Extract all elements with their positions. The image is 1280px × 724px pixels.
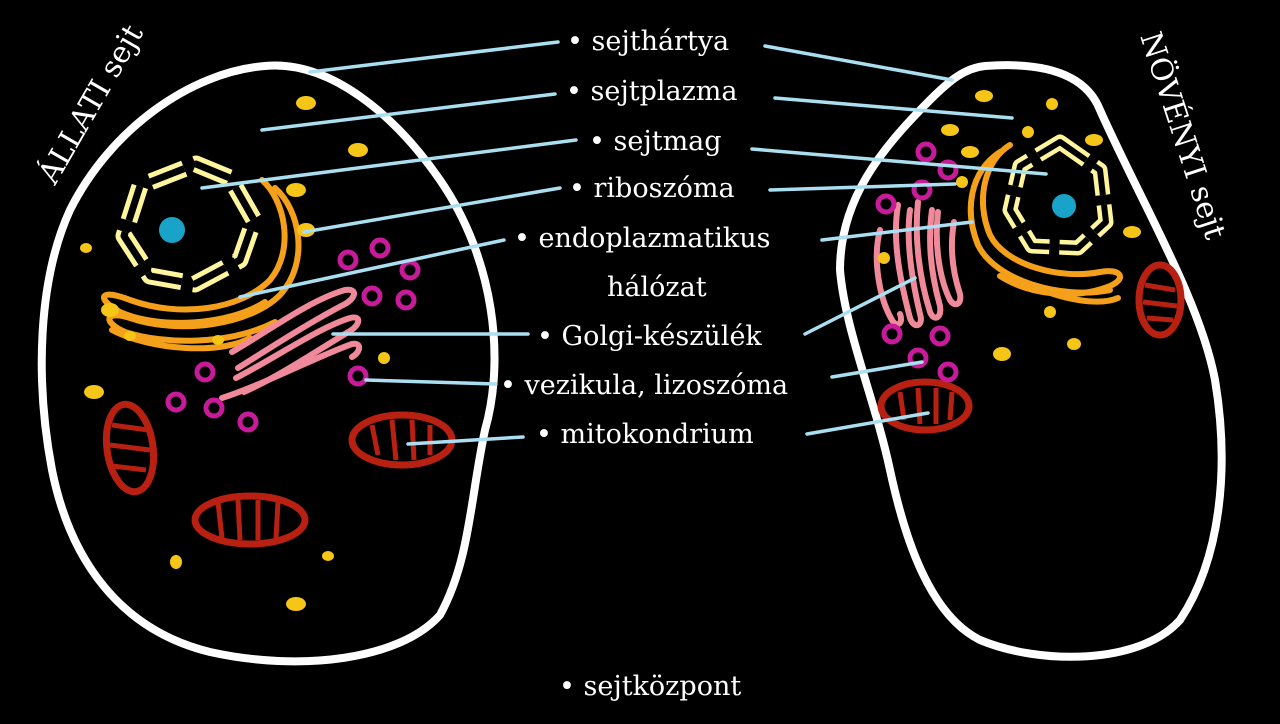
labels: • sejthártya • sejtplazma • sejtmag • ri… [500, 26, 788, 702]
animal-nucleus [115, 155, 263, 293]
ribosome [1022, 126, 1034, 138]
vesicle [165, 391, 187, 413]
ribosome [961, 146, 979, 158]
plant-vesicles [875, 141, 959, 383]
ribosome [170, 555, 182, 569]
leader-line-vesicle-left [364, 378, 498, 386]
ribosome [84, 385, 104, 399]
plant-endoplasmic-reticulum [967, 142, 1124, 305]
leader-line-membrane-right [763, 44, 954, 82]
label-cytoplasm: • sejtplazma [566, 76, 738, 107]
animal-mitochondrion [191, 492, 309, 548]
vesicle [915, 141, 937, 163]
label-cell-membrane: • sejthártya [567, 26, 729, 57]
animal-ribosomes [80, 96, 390, 611]
label-vesicle-lysosome: • vezikula, lizoszóma [500, 370, 788, 401]
animal-mitochondrion [102, 400, 158, 496]
plant-ribosomes [878, 90, 1141, 361]
vesicle [937, 361, 959, 383]
ribosome [1044, 306, 1056, 318]
plant-mitochondrion [1135, 261, 1185, 339]
plant-cell-membrane [836, 61, 1226, 661]
leader-line-ribosome-right [768, 182, 957, 192]
leader-lines [200, 40, 1048, 446]
vesicle [347, 365, 369, 387]
label-centrosome: • sejtközpont [559, 671, 741, 702]
leader-line-nucleus-right [750, 147, 1048, 176]
animal-nuclear-envelope-inner [120, 160, 258, 288]
vesicle [881, 323, 903, 345]
leader-line-golgi-right [803, 276, 917, 336]
ribosome [322, 551, 334, 561]
leader-line-mito-right [805, 411, 930, 436]
ribosome [956, 176, 968, 188]
label-ribosome: • riboszóma [569, 173, 735, 204]
animal-cell-title: ÁLLATI sejt [30, 18, 150, 191]
animal-mitochondria [102, 400, 456, 548]
label-nucleus: • sejtmag [589, 126, 722, 157]
ribosome [993, 347, 1011, 361]
vesicle [203, 397, 225, 419]
leader-line-nucleus-left [200, 138, 578, 190]
ribosome [101, 303, 119, 317]
plant-mitochondrion [877, 378, 973, 434]
plant-nucleolus [1052, 194, 1076, 218]
ribosome [296, 96, 316, 110]
animal-cell-membrane [37, 61, 499, 666]
animal-mitochondrion [348, 411, 456, 469]
vesicle [194, 361, 216, 383]
leader-line-cytoplasm-right [773, 96, 1014, 120]
ribosome [1067, 338, 1081, 350]
vesicle [395, 289, 417, 311]
vesicle [369, 237, 391, 259]
ribosome [975, 90, 993, 102]
ribosome [941, 124, 959, 136]
ribosome [286, 183, 306, 197]
ribosome [1046, 98, 1058, 110]
vesicle [399, 259, 421, 281]
vesicle [875, 193, 897, 215]
leader-line-mito-left [406, 435, 525, 446]
ribosome [286, 597, 306, 611]
ribosome [878, 252, 890, 264]
label-mitochondrion: • mitokondrium [536, 419, 754, 450]
plant-nucleus [1002, 134, 1114, 256]
vesicle [937, 159, 959, 181]
vesicle [337, 249, 359, 271]
leader-line-er-left [238, 238, 506, 299]
label-golgi: • Golgi-készülék [537, 321, 762, 352]
plant-mitochondria [877, 261, 1185, 434]
vesicle [907, 347, 929, 369]
ribosome [378, 352, 390, 364]
vesicle [361, 285, 383, 307]
plant-golgi [873, 199, 964, 329]
vesicle [237, 411, 259, 433]
animal-golgi [219, 286, 363, 401]
vesicle [911, 179, 933, 201]
label-endoplasmic-reticulum: • endoplazmatikus [514, 223, 770, 254]
plant-nuclear-envelope [1002, 134, 1114, 256]
ribosome [212, 335, 224, 345]
animal-nuclear-envelope [115, 155, 263, 293]
animal-cell: ÁLLATI sejt [30, 18, 499, 666]
ribosome [124, 331, 136, 341]
ribosome [1085, 134, 1103, 146]
ribosome [348, 143, 368, 157]
leader-line-ribosome-left [302, 186, 562, 234]
leader-line-er-right [820, 220, 974, 242]
vesicle [929, 325, 951, 347]
leader-line-vesicle-right [830, 360, 924, 379]
plant-cell: NÖVÉNYI sejt [836, 27, 1233, 661]
label-endoplasmic-reticulum-cont: hálózat [607, 272, 707, 303]
animal-nucleolus [159, 217, 185, 243]
animal-vesicles [165, 237, 421, 433]
ribosome [1123, 226, 1141, 238]
leader-line-cytoplasm-left [260, 92, 557, 132]
ribosome [80, 243, 92, 253]
leader-line-membrane-left [308, 40, 560, 74]
